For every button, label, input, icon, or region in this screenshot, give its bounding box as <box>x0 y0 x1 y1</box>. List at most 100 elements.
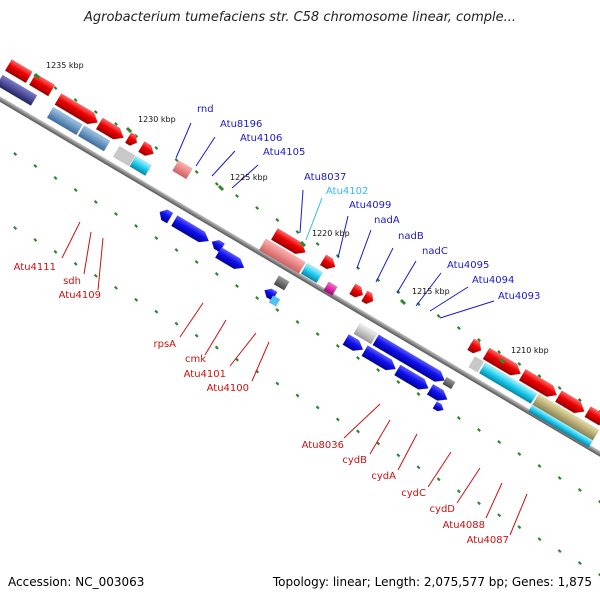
tick-dot <box>114 285 118 290</box>
reverse-gene <box>554 390 585 414</box>
tick-dot <box>396 380 401 384</box>
tick-dot <box>477 501 481 506</box>
callout-line <box>299 189 304 234</box>
gene-feature <box>353 323 378 345</box>
gene-feature <box>300 262 324 284</box>
tick-dot <box>598 500 600 504</box>
tick-dot <box>235 194 239 198</box>
gene-label: nadA <box>374 215 400 226</box>
tick-dot <box>255 296 260 300</box>
gene-label: Atu8036 <box>302 440 344 451</box>
tick-dot <box>598 410 600 414</box>
tick-dot <box>93 110 98 114</box>
tick-dot <box>557 549 562 554</box>
tick-dot <box>577 488 582 492</box>
tick-label: 1215 kbp <box>412 287 450 296</box>
callout-line <box>231 164 259 189</box>
tick-dot <box>214 345 219 350</box>
gene-feature <box>129 155 152 176</box>
tick-dot <box>73 98 78 102</box>
tick-dots <box>13 62 600 577</box>
reverse-gene <box>124 132 138 146</box>
tick-dot <box>33 237 38 242</box>
callout-line <box>97 237 104 291</box>
tick-dot <box>416 392 421 396</box>
forward-gene <box>393 364 429 390</box>
tick-label: 1225 kbp <box>230 173 268 182</box>
tick-dot <box>214 182 219 186</box>
tick-dot <box>114 212 118 216</box>
gene-label: rnd <box>197 104 214 115</box>
gene-feature <box>528 404 594 448</box>
gene-label: Atu4105 <box>263 147 305 158</box>
tick-dot <box>194 170 199 174</box>
tick-dot <box>497 440 502 444</box>
tick-dot <box>557 386 562 390</box>
gene-feature <box>468 356 484 373</box>
tick-dot <box>275 381 280 386</box>
callout-line <box>427 451 452 488</box>
reverse-gene <box>518 368 558 397</box>
forward-gene <box>372 334 445 382</box>
map-title: Agrobacterium tumefaciens str. C58 chrom… <box>83 10 517 25</box>
tick-label: 1210 kbp <box>511 346 549 355</box>
tick-dot <box>295 320 300 324</box>
tick-dot <box>356 429 360 434</box>
tick-dot <box>335 417 340 422</box>
tick-dot <box>436 477 441 482</box>
tick-dot <box>517 452 522 456</box>
tick-dot <box>598 573 600 577</box>
gene-label: Atu4093 <box>498 291 540 302</box>
tick-dot <box>376 368 381 372</box>
gene-label: Atu4095 <box>447 260 489 271</box>
tick-dot <box>33 164 38 168</box>
tick-dot <box>73 188 78 192</box>
tick-dot <box>93 200 98 204</box>
callout-line <box>179 302 204 338</box>
callout-line <box>229 332 257 367</box>
gene-feature <box>46 106 83 136</box>
tick-dot <box>214 272 219 276</box>
tick-dot <box>497 513 502 518</box>
tick-dot <box>13 225 18 230</box>
reverse-gene <box>361 290 374 305</box>
gene-label: cmk <box>185 354 206 365</box>
gene-label: Atu8037 <box>304 172 346 183</box>
tick-dot <box>456 326 461 330</box>
callout-line <box>397 433 418 471</box>
gene-label: Atu4109 <box>59 290 101 301</box>
gene-label: Atu4087 <box>467 535 509 546</box>
tick-dot <box>134 297 139 302</box>
forward-gene <box>361 345 397 371</box>
gene-feature <box>273 275 290 291</box>
gene-label: Atu8196 <box>220 119 262 130</box>
forward-gene <box>211 239 226 253</box>
gene-feature <box>268 295 281 307</box>
tick-dot <box>194 333 199 338</box>
callout-line <box>429 286 469 312</box>
tick-dot <box>255 206 260 210</box>
gene-feature <box>172 160 193 180</box>
tick-dot <box>557 476 562 480</box>
accession-text: Accession: NC_003063 <box>8 575 145 589</box>
tick-dot <box>436 314 441 318</box>
major-tick <box>33 72 41 80</box>
tick-dot <box>456 416 461 420</box>
tick-dot <box>477 428 481 432</box>
gene-label: Atu4094 <box>472 275 514 286</box>
forward-gene <box>426 383 448 401</box>
tick-dot <box>174 158 179 162</box>
tick-dot <box>537 464 542 468</box>
tick-dot <box>477 338 481 342</box>
tick-dot <box>53 176 58 180</box>
callout-line <box>415 272 442 307</box>
callout-line <box>509 493 528 536</box>
gene-label: Atu4101 <box>184 369 226 380</box>
gene-label: nadB <box>398 231 424 242</box>
major-tick <box>498 357 506 365</box>
gene-label: sdh <box>63 276 81 287</box>
tick-dot <box>275 308 280 312</box>
tick-dot <box>376 441 381 446</box>
callout-line <box>204 319 227 356</box>
